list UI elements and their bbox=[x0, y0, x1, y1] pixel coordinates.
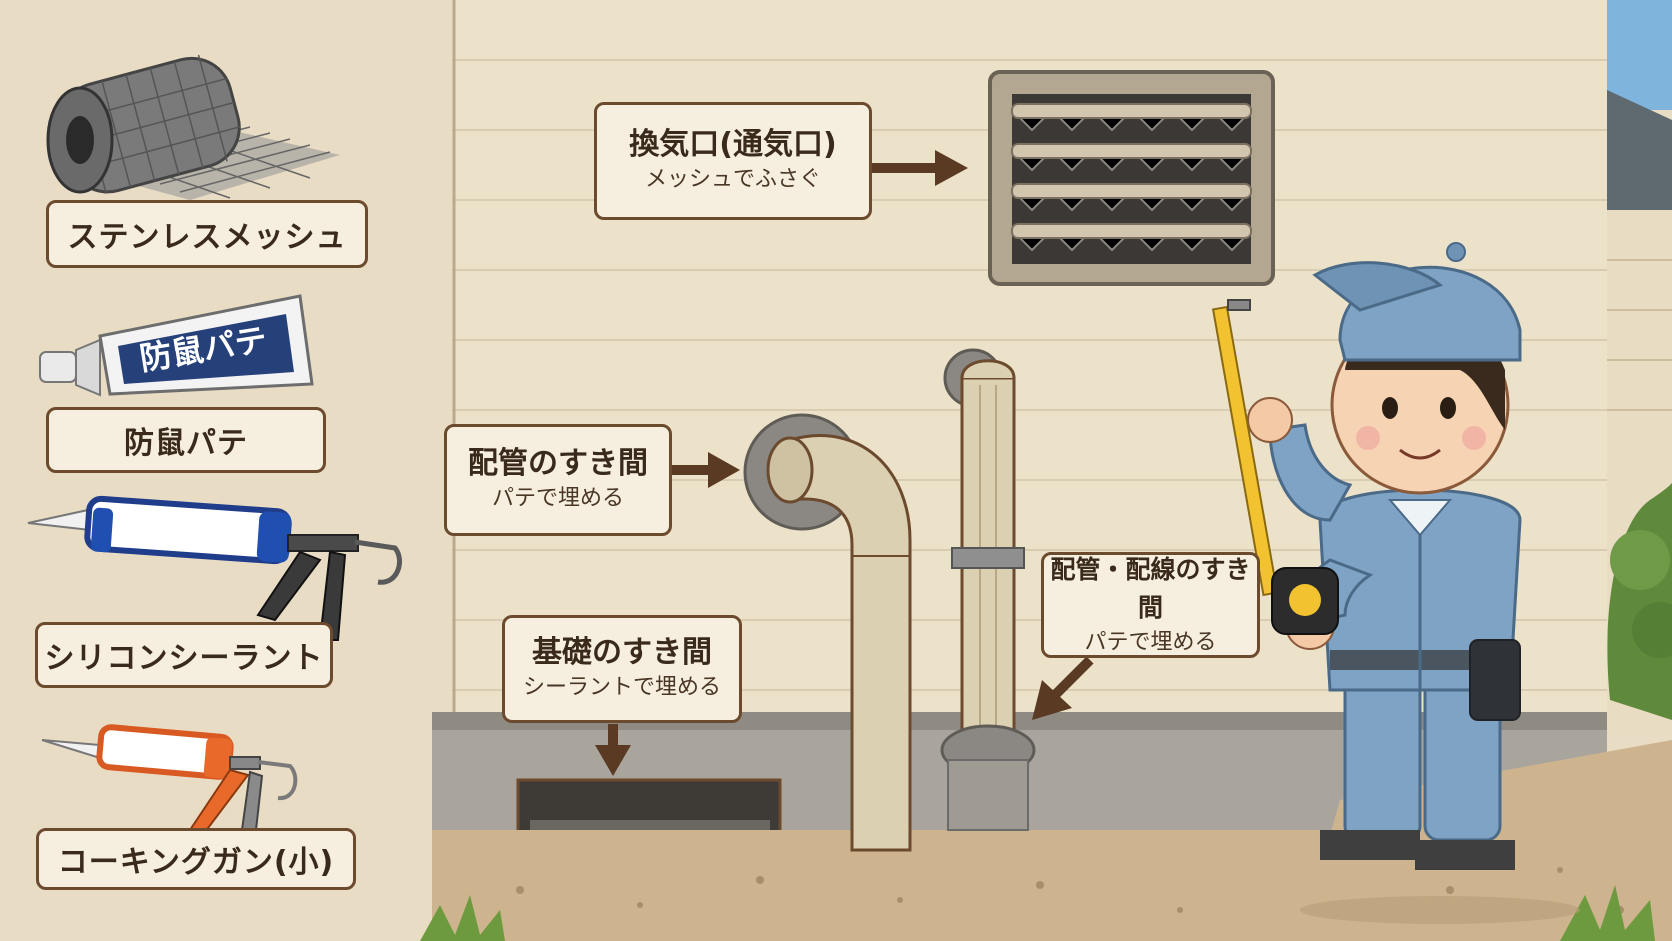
callout-pipe-wiring-gap: 配管・配線のすき間 パテで埋める bbox=[1041, 552, 1260, 658]
tool-label-caulking-gun: コーキングガン(小) bbox=[36, 828, 356, 890]
callout-title: 配管・配線のすき間 bbox=[1050, 555, 1251, 622]
worker-character bbox=[1211, 242, 1580, 924]
callout-subtitle: メッシュでふさぐ bbox=[644, 167, 821, 192]
tool-name: コーキングガン(小) bbox=[57, 845, 335, 880]
tool-label-putty: 防鼠パテ bbox=[46, 407, 326, 473]
elbow-pipe bbox=[743, 413, 912, 852]
callout-vent: 換気口(通気口) メッシュでふさぐ bbox=[594, 102, 872, 220]
callout-subtitle: パテで埋める bbox=[1084, 630, 1217, 655]
stainless-mesh-roll bbox=[46, 54, 340, 200]
callout-subtitle: シーラントで埋める bbox=[522, 675, 721, 700]
tool-name: シリコンシーラント bbox=[44, 641, 324, 676]
putty-tube: 防鼠パテ bbox=[39, 294, 314, 397]
callout-title: 配管のすき間 bbox=[468, 446, 648, 481]
callout-arrows bbox=[595, 150, 1094, 776]
neighbor-roof bbox=[1607, 90, 1672, 210]
callout-subtitle: パテで埋める bbox=[491, 486, 624, 511]
callout-title: 基礎のすき間 bbox=[532, 635, 712, 670]
grass-left bbox=[420, 895, 505, 941]
callout-title: 換気口(通気口) bbox=[629, 127, 837, 162]
tool-label-silicone-sealant: シリコンシーラント bbox=[35, 622, 333, 688]
callout-pipe-gap: 配管のすき間 パテで埋める bbox=[444, 424, 672, 536]
grass-right bbox=[1560, 885, 1655, 941]
sky bbox=[1607, 0, 1672, 110]
callout-foundation-gap: 基礎のすき間 シーラントで埋める bbox=[502, 615, 742, 723]
wiring-conduit bbox=[940, 348, 1036, 831]
silicone-caulk-gun bbox=[27, 495, 402, 641]
wall-vent bbox=[988, 70, 1275, 286]
tool-name: 防鼠パテ bbox=[124, 426, 248, 461]
tool-name: ステンレスメッシュ bbox=[67, 220, 347, 255]
tool-label-stainless-mesh: ステンレスメッシュ bbox=[46, 200, 368, 268]
